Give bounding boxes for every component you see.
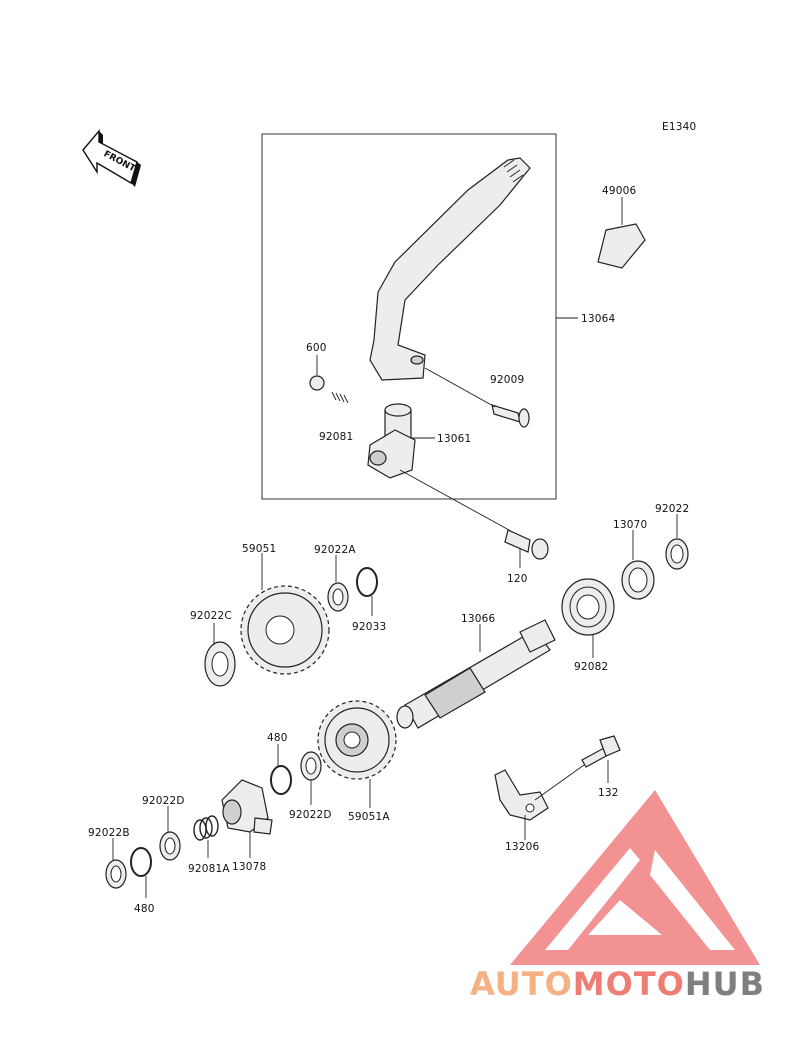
part-label-13078: 13078 xyxy=(232,861,266,873)
part-label-600: 600 xyxy=(306,342,327,354)
kick-gear xyxy=(240,585,330,675)
part-label-92022a: 92022A xyxy=(314,544,356,556)
watermark-part-auto: AUTO xyxy=(470,965,573,1003)
diagram-code: E1340 xyxy=(662,121,696,133)
kick-ratchet xyxy=(221,779,273,835)
ratchet-collar xyxy=(621,560,655,600)
pedal-boss xyxy=(367,403,416,479)
part-label-59051a: 59051A xyxy=(348,811,390,823)
part-label-13066: 13066 xyxy=(461,613,496,625)
part-label-59051: 59051 xyxy=(242,543,276,555)
part-label-92081a: 92081A xyxy=(188,863,230,875)
part-label-49006: 49006 xyxy=(602,185,637,197)
kick-shaft xyxy=(396,619,556,729)
guide-bolt xyxy=(581,735,621,768)
part-label-132: 132 xyxy=(598,787,619,799)
part-label-92022b: 92022B xyxy=(88,827,130,839)
part-label-480-bottom: 480 xyxy=(134,903,155,915)
circlip-480-bottom xyxy=(130,847,152,877)
part-label-480-top: 480 xyxy=(267,732,288,744)
kick-spring xyxy=(561,578,615,636)
detent-spring xyxy=(331,391,349,404)
part-label-13070: 13070 xyxy=(613,519,647,531)
front-arrow-icon: FRONT xyxy=(82,129,141,187)
part-label-92009: 92009 xyxy=(490,374,524,386)
part-label-13064: 13064 xyxy=(581,313,616,325)
kick-pedal-lever xyxy=(369,157,531,381)
part-label-92082: 92082 xyxy=(574,661,608,673)
detent-ball xyxy=(309,375,325,391)
part-label-13061: 13061 xyxy=(437,433,471,445)
circlip-480-top xyxy=(270,765,292,795)
part-label-92022c: 92022C xyxy=(190,610,232,622)
pedal-bolt xyxy=(491,404,530,428)
kick-idle-gear xyxy=(317,700,397,780)
part-label-92022d-b: 92022D xyxy=(142,795,185,807)
boss-bolt xyxy=(504,529,549,560)
part-label-92022d-a: 92022D xyxy=(289,809,332,821)
part-label-92033: 92033 xyxy=(352,621,386,633)
circlip-92033 xyxy=(356,567,378,597)
part-label-120: 120 xyxy=(507,573,528,585)
kick-pedal-assembly-frame xyxy=(261,133,557,500)
part-label-13206: 13206 xyxy=(505,841,540,853)
kick-guide-plate xyxy=(494,769,549,821)
ratchet-spring xyxy=(193,815,219,841)
automotohub-logo xyxy=(510,790,760,965)
part-label-92022: 92022 xyxy=(655,503,689,515)
pedal-rubber-boot xyxy=(597,223,646,269)
watermark-part-moto: MOTO xyxy=(573,965,685,1003)
watermark-text: AUTOMOTOHUB xyxy=(470,965,765,1003)
watermark-part-hub: HUB xyxy=(685,965,765,1003)
part-label-92081: 92081 xyxy=(319,431,353,443)
